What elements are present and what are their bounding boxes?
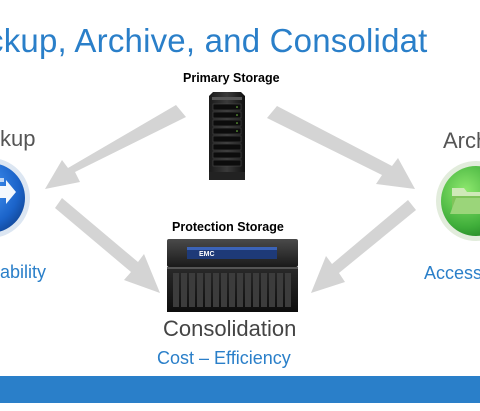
arrow-backup-to-consolidation	[55, 198, 160, 293]
consolidation-subtitle: Cost – Efficiency	[157, 348, 291, 368]
footer-strip	[0, 403, 480, 411]
page-title: ckup, Archive, and Consolidat	[0, 22, 428, 59]
folder-icon	[436, 160, 480, 242]
footer-bar	[0, 376, 480, 403]
backup-sync-icon	[0, 156, 32, 240]
storage-array-icon: EMC	[165, 239, 300, 312]
archive-subtitle: Access	[424, 263, 480, 283]
server-tower-icon	[209, 92, 245, 180]
backup-title: kup	[0, 126, 36, 151]
arrow-primary-to-backup	[45, 105, 186, 189]
arrow-archive-to-consolidation	[311, 200, 416, 293]
backup-subtitle: ability	[0, 262, 47, 282]
arrow-primary-to-archive	[267, 106, 415, 189]
emc-brand-text: EMC	[199, 251, 215, 258]
protection-storage-label: Protection Storage	[172, 220, 284, 234]
consolidation-title: Consolidation	[163, 316, 297, 341]
archive-title: Arch	[443, 128, 480, 153]
primary-storage-label: Primary Storage	[183, 71, 280, 85]
